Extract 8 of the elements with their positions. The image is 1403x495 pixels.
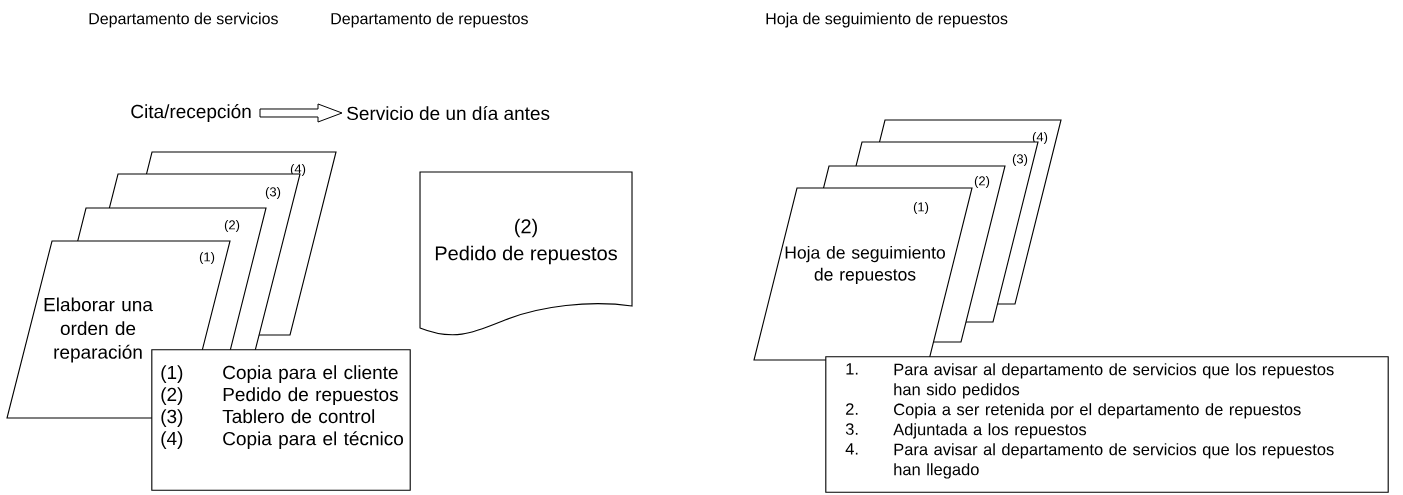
column-heading: Departamento de servicios [89,12,278,28]
legend-box: (1) Copia para el cliente (2) Pedido de repuestos (3) Tablero de control (4) Copia para el técnico [151,349,411,491]
step-label: Servicio de un día antes [347,105,550,121]
form-sheet: (1) Hoja de seguimiento de repuestos [753,187,973,361]
column-heading: Hoja de seguimiento de repuestos [766,12,1008,28]
column-heading: Departamento de repuestos [331,12,528,28]
block-arrow [259,103,343,123]
step-label: Cita/recepción [131,104,251,122]
